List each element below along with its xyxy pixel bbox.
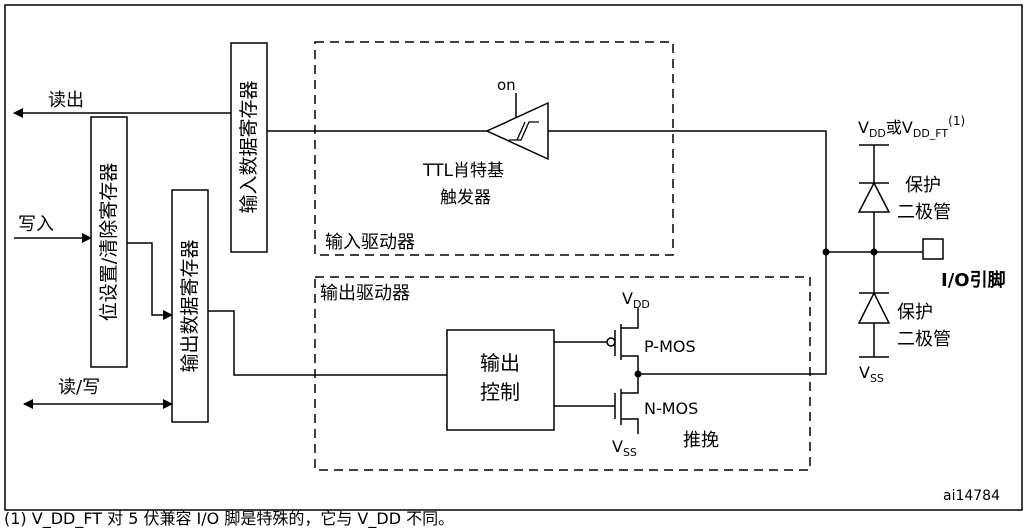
pmos-transistor (614, 308, 639, 374)
bottom-protection-diode-icon (857, 291, 891, 324)
output-data-register (171, 189, 209, 423)
schmitt-trigger (485, 101, 549, 161)
input-data-register-label: 输入数据寄存器 (238, 80, 260, 213)
input-driver-box (314, 41, 674, 256)
pmos-label: P-MOS (644, 337, 696, 356)
pmos-gate-bubble (606, 337, 616, 347)
protection-vss-label: VSS (859, 363, 884, 385)
pin-to-trigger-wire (548, 130, 827, 252)
outer-frame (4, 4, 1023, 511)
nmos-vss-label: VSS (612, 437, 637, 459)
bit-set-reset-register-label: 位设置/清除寄存器 (98, 163, 120, 321)
io-pin-label: I/O引脚 (941, 270, 1006, 291)
output-control-label-1: 输出 (480, 351, 520, 375)
read-write-label: 读/写 (58, 377, 100, 398)
vdd-or-vddft-label: VDD或VDD_FT(1) (858, 114, 965, 140)
figure-id: ai14784 (943, 488, 1000, 504)
bottom-diode-label-2: 二极管 (897, 329, 951, 350)
push-pull-label: 推挽 (683, 430, 719, 451)
output-driver-label: 输出驱动器 (320, 283, 410, 304)
output-data-register-label: 输出数据寄存器 (179, 239, 201, 372)
top-protection-diode-icon (857, 181, 891, 213)
bsrr-to-odr-arrow (127, 242, 173, 320)
footnote: (1) V_DD_FT 对 5 伏兼容 I/O 脚是特殊的，它与 V_DD 不同… (4, 509, 455, 528)
output-to-pin-wire (638, 252, 827, 375)
odr-to-control-wire (208, 310, 447, 376)
nmos-label: N-MOS (644, 399, 698, 418)
write-in-label: 写入 (18, 214, 54, 235)
top-diode-label-2: 二极管 (897, 202, 951, 223)
input-data-register (230, 42, 268, 253)
output-control-label-2: 控制 (480, 380, 520, 404)
trigger-label-1: TTL肖特基 (422, 161, 504, 181)
top-diode-label-1: 保护 (905, 175, 941, 196)
nmos-transistor (614, 374, 639, 434)
output-control-box (446, 329, 555, 431)
pmos-vdd-label: VDD (622, 289, 650, 311)
trigger-on-label: on (497, 76, 516, 94)
read-out-label: 读出 (48, 90, 84, 111)
schmitt-hysteresis-icon (509, 121, 539, 141)
trigger-label-2: 触发器 (440, 188, 491, 208)
bottom-diode-label-1: 保护 (897, 302, 933, 323)
io-pin-box (922, 238, 944, 260)
input-driver-label: 输入驱动器 (325, 232, 415, 253)
